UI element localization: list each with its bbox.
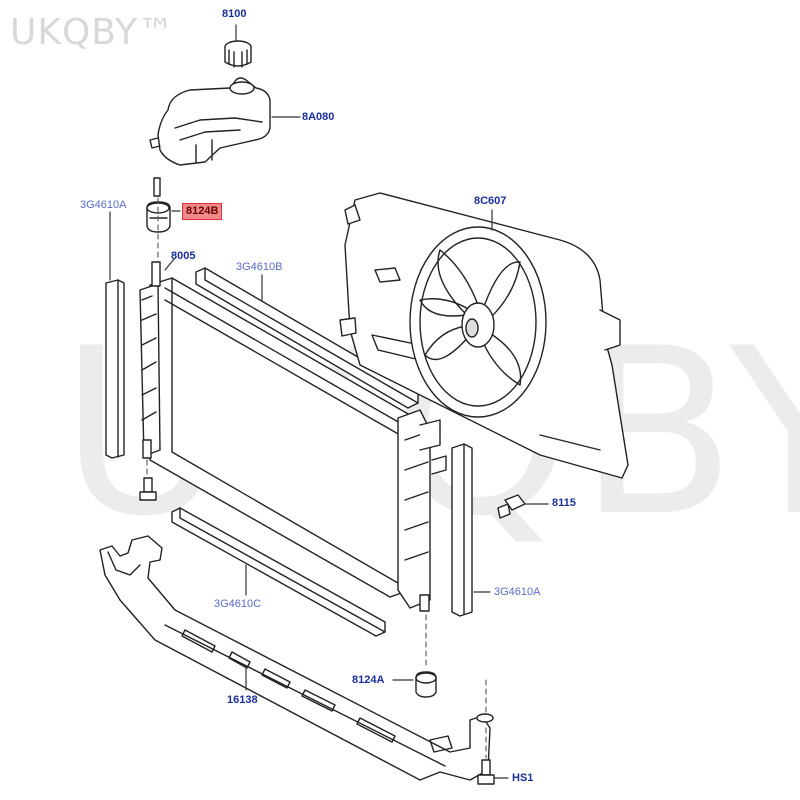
- bolt-left: [139, 477, 157, 501]
- air-seal-left: [105, 279, 125, 459]
- label-lower-mount: 8124A: [352, 674, 385, 686]
- watermark-small: UKQBY™: [10, 12, 176, 53]
- air-seal-bottom: [171, 507, 386, 637]
- label-upper-mount: 8124B: [182, 203, 223, 220]
- lower-mount: [415, 671, 437, 698]
- label-air-seal-left: 3G4610A: [80, 199, 127, 211]
- label-drain-plug: 8115: [552, 497, 576, 509]
- fan-shroud: [339, 192, 629, 479]
- air-seal-right: [451, 443, 473, 617]
- radiator: [139, 261, 447, 612]
- label-cap: 8100: [222, 8, 247, 20]
- bolt-hs1: [477, 759, 495, 785]
- support-bracket: [99, 535, 494, 781]
- expansion-tank: [149, 77, 271, 166]
- label-air-seal-top: 3G4610B: [236, 261, 283, 273]
- label-bolt: HS1: [512, 772, 534, 784]
- label-support-bracket: 16138: [227, 694, 258, 706]
- drain-plug: [497, 494, 526, 519]
- dash-lines: [146, 197, 487, 759]
- leader-lines: [109, 24, 549, 779]
- label-air-seal-right: 3G4610A: [494, 586, 541, 598]
- label-expansion-tank: 8A080: [302, 111, 335, 123]
- air-seal-top: [195, 267, 419, 409]
- label-radiator: 8005: [171, 250, 196, 262]
- label-fan-shroud: 8C607: [474, 195, 507, 207]
- upper-pin: [153, 177, 161, 197]
- coolant-cap: [224, 40, 252, 68]
- label-air-seal-bottom: 3G4610C: [214, 598, 262, 610]
